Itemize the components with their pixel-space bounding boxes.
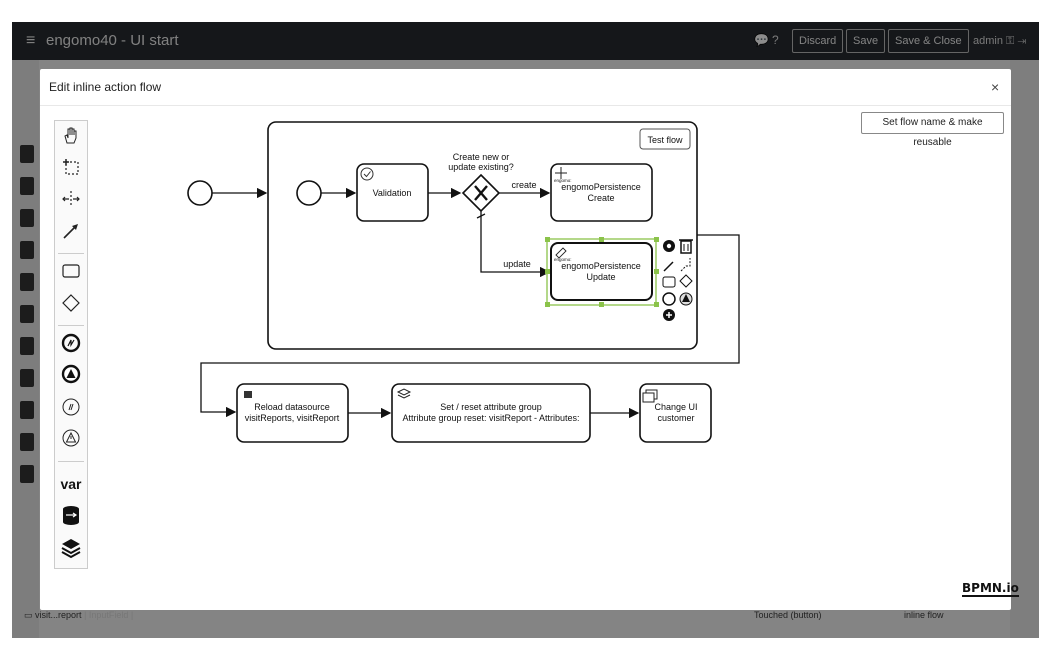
help-icon[interactable]: ?	[772, 33, 779, 47]
check-icon	[360, 167, 374, 181]
sidebar-icon	[20, 241, 34, 259]
modal-header: Edit inline action flow ×	[40, 69, 1011, 106]
bpmn-io-logo[interactable]: BPMN.io	[962, 581, 1019, 597]
create-task-line1: engomoPersistence	[561, 182, 641, 192]
trigger-value: inline flow	[904, 610, 944, 620]
plus-icon	[555, 167, 567, 179]
reset-attribute-group-task[interactable]: Set / reset attribute group Attribute gr…	[391, 383, 591, 443]
hand-tool-icon[interactable]	[55, 125, 87, 153]
default-flow-marker	[476, 213, 486, 219]
make-reusable-button[interactable]: Set flow name & make reusable	[861, 112, 1004, 148]
reset-line2: Attribute group reset: visitReport - Att…	[402, 413, 579, 423]
sidebar-icon	[20, 305, 34, 323]
user-name: admin	[973, 35, 1003, 47]
save-button[interactable]: Save	[846, 29, 886, 53]
append-task-icon[interactable]	[662, 276, 676, 288]
pencil-icon	[555, 247, 567, 259]
change-ui-line2: customer	[657, 413, 694, 423]
logout-icon[interactable]: ⇥	[1017, 35, 1027, 47]
engomo-event-icon[interactable]	[55, 333, 87, 361]
field-row-label: visit...report	[35, 610, 82, 620]
create-task-line2: Create	[587, 193, 614, 203]
gateway-question-line1: Create new or	[453, 152, 510, 162]
top-bar: ≡ engomo40 - UI start 💬 ? Discard Save S…	[12, 22, 1039, 60]
app-title: engomo40 - UI start	[46, 32, 179, 49]
reload-line2: visitReports, visitReport	[245, 413, 340, 423]
connect-tool-icon[interactable]	[55, 221, 87, 249]
reset-line1: Set / reset attribute group	[440, 402, 542, 412]
modal-title: Edit inline action flow	[49, 80, 162, 94]
save-close-button[interactable]: Save & Close	[888, 29, 969, 53]
chat-icon[interactable]: 💬	[754, 33, 769, 47]
background-sidebar	[12, 60, 39, 638]
var-tool[interactable]: var	[60, 476, 82, 492]
sidebar-icon	[20, 369, 34, 387]
context-pad[interactable]	[662, 239, 693, 321]
trash-icon[interactable]	[679, 239, 693, 254]
create-gateway-icon[interactable]	[55, 293, 87, 321]
update-task-line2: Update	[586, 272, 615, 282]
append-engomo-event-icon[interactable]	[662, 292, 676, 306]
sidebar-icon	[20, 177, 34, 195]
engomo-tag: engomo:	[554, 178, 572, 183]
background-properties-panel	[1010, 60, 1039, 638]
association-icon[interactable]	[680, 258, 691, 272]
datasource-icon	[244, 391, 252, 398]
warning-event-icon[interactable]	[55, 364, 87, 392]
update-flow[interactable]	[480, 211, 551, 278]
connect-arrow-icon[interactable]	[663, 261, 674, 272]
user-menu[interactable]: admin ⚿ ⇥	[973, 35, 1026, 48]
tool-palette: var	[54, 120, 88, 569]
sidebar-icon	[20, 337, 34, 355]
sidebar-icon	[20, 145, 34, 163]
engomo-tag: engomo:	[554, 257, 572, 262]
outer-start-event[interactable]	[187, 180, 213, 206]
trigger-label: Touched (button)	[754, 610, 822, 620]
data-sync-icon[interactable]	[55, 504, 87, 532]
background-field-row: ▭ visit...report | InputField |	[24, 610, 133, 621]
input-field-icon: ▭	[24, 610, 33, 620]
change-ui-line1: Change UI	[654, 402, 697, 412]
bpmn-canvas[interactable]: Test flow Validation Create new or updat…	[40, 105, 1011, 610]
change-ui-task[interactable]: Change UI customer	[639, 383, 712, 443]
hex-event-icon[interactable]	[55, 397, 87, 425]
gateway-question-line2: update existing?	[448, 162, 514, 172]
palette-separator	[58, 325, 84, 326]
bpmn-diagram[interactable]: Test flow Validation Create new or updat…	[40, 105, 1011, 610]
lasso-tool-icon[interactable]	[55, 157, 87, 185]
discard-button[interactable]: Discard	[792, 29, 844, 53]
sidebar-icon	[20, 209, 34, 227]
background-trigger-row: Touched (button) inline flow	[754, 610, 944, 620]
sidebar-icon	[20, 465, 34, 483]
sidebar-icon	[20, 273, 34, 291]
alert-event-icon[interactable]	[55, 428, 87, 456]
key-icon: ⚿	[1006, 35, 1015, 47]
layers-icon[interactable]	[55, 537, 87, 565]
reload-line1: Reload datasource	[254, 402, 330, 412]
reload-datasource-task[interactable]: Reload datasource visitReports, visitRep…	[236, 383, 349, 443]
field-row-type: | InputField |	[84, 610, 134, 620]
edit-flow-modal: Edit inline action flow × Set flow name …	[40, 69, 1019, 610]
palette-separator	[58, 253, 84, 254]
palette-separator	[58, 461, 84, 462]
layers-icon	[396, 388, 412, 399]
sequence-flow[interactable]	[200, 234, 740, 418]
sidebar-icon	[20, 433, 34, 451]
update-edge-label: update	[503, 259, 531, 269]
test-flow-label: Test flow	[647, 135, 683, 145]
sidebar-icon	[20, 401, 34, 419]
append-gateway-icon[interactable]	[679, 274, 693, 288]
update-task-line1: engomoPersistence	[561, 261, 641, 271]
create-edge-label: create	[511, 180, 536, 190]
create-task-icon[interactable]	[55, 261, 87, 289]
persistence-create-task[interactable]: engomo: engomoPersistence Create	[550, 163, 653, 222]
space-tool-icon[interactable]	[55, 189, 87, 217]
validation-label: Validation	[373, 188, 412, 198]
persistence-update-task[interactable]: engomo: engomoPersistence Update	[545, 237, 659, 307]
inner-start-event[interactable]	[296, 180, 322, 206]
hamburger-menu-icon[interactable]: ≡	[26, 32, 36, 49]
close-icon[interactable]: ×	[991, 79, 1000, 95]
test-flow-button[interactable]: Test flow	[639, 128, 691, 150]
validation-task[interactable]: Validation	[356, 163, 429, 222]
